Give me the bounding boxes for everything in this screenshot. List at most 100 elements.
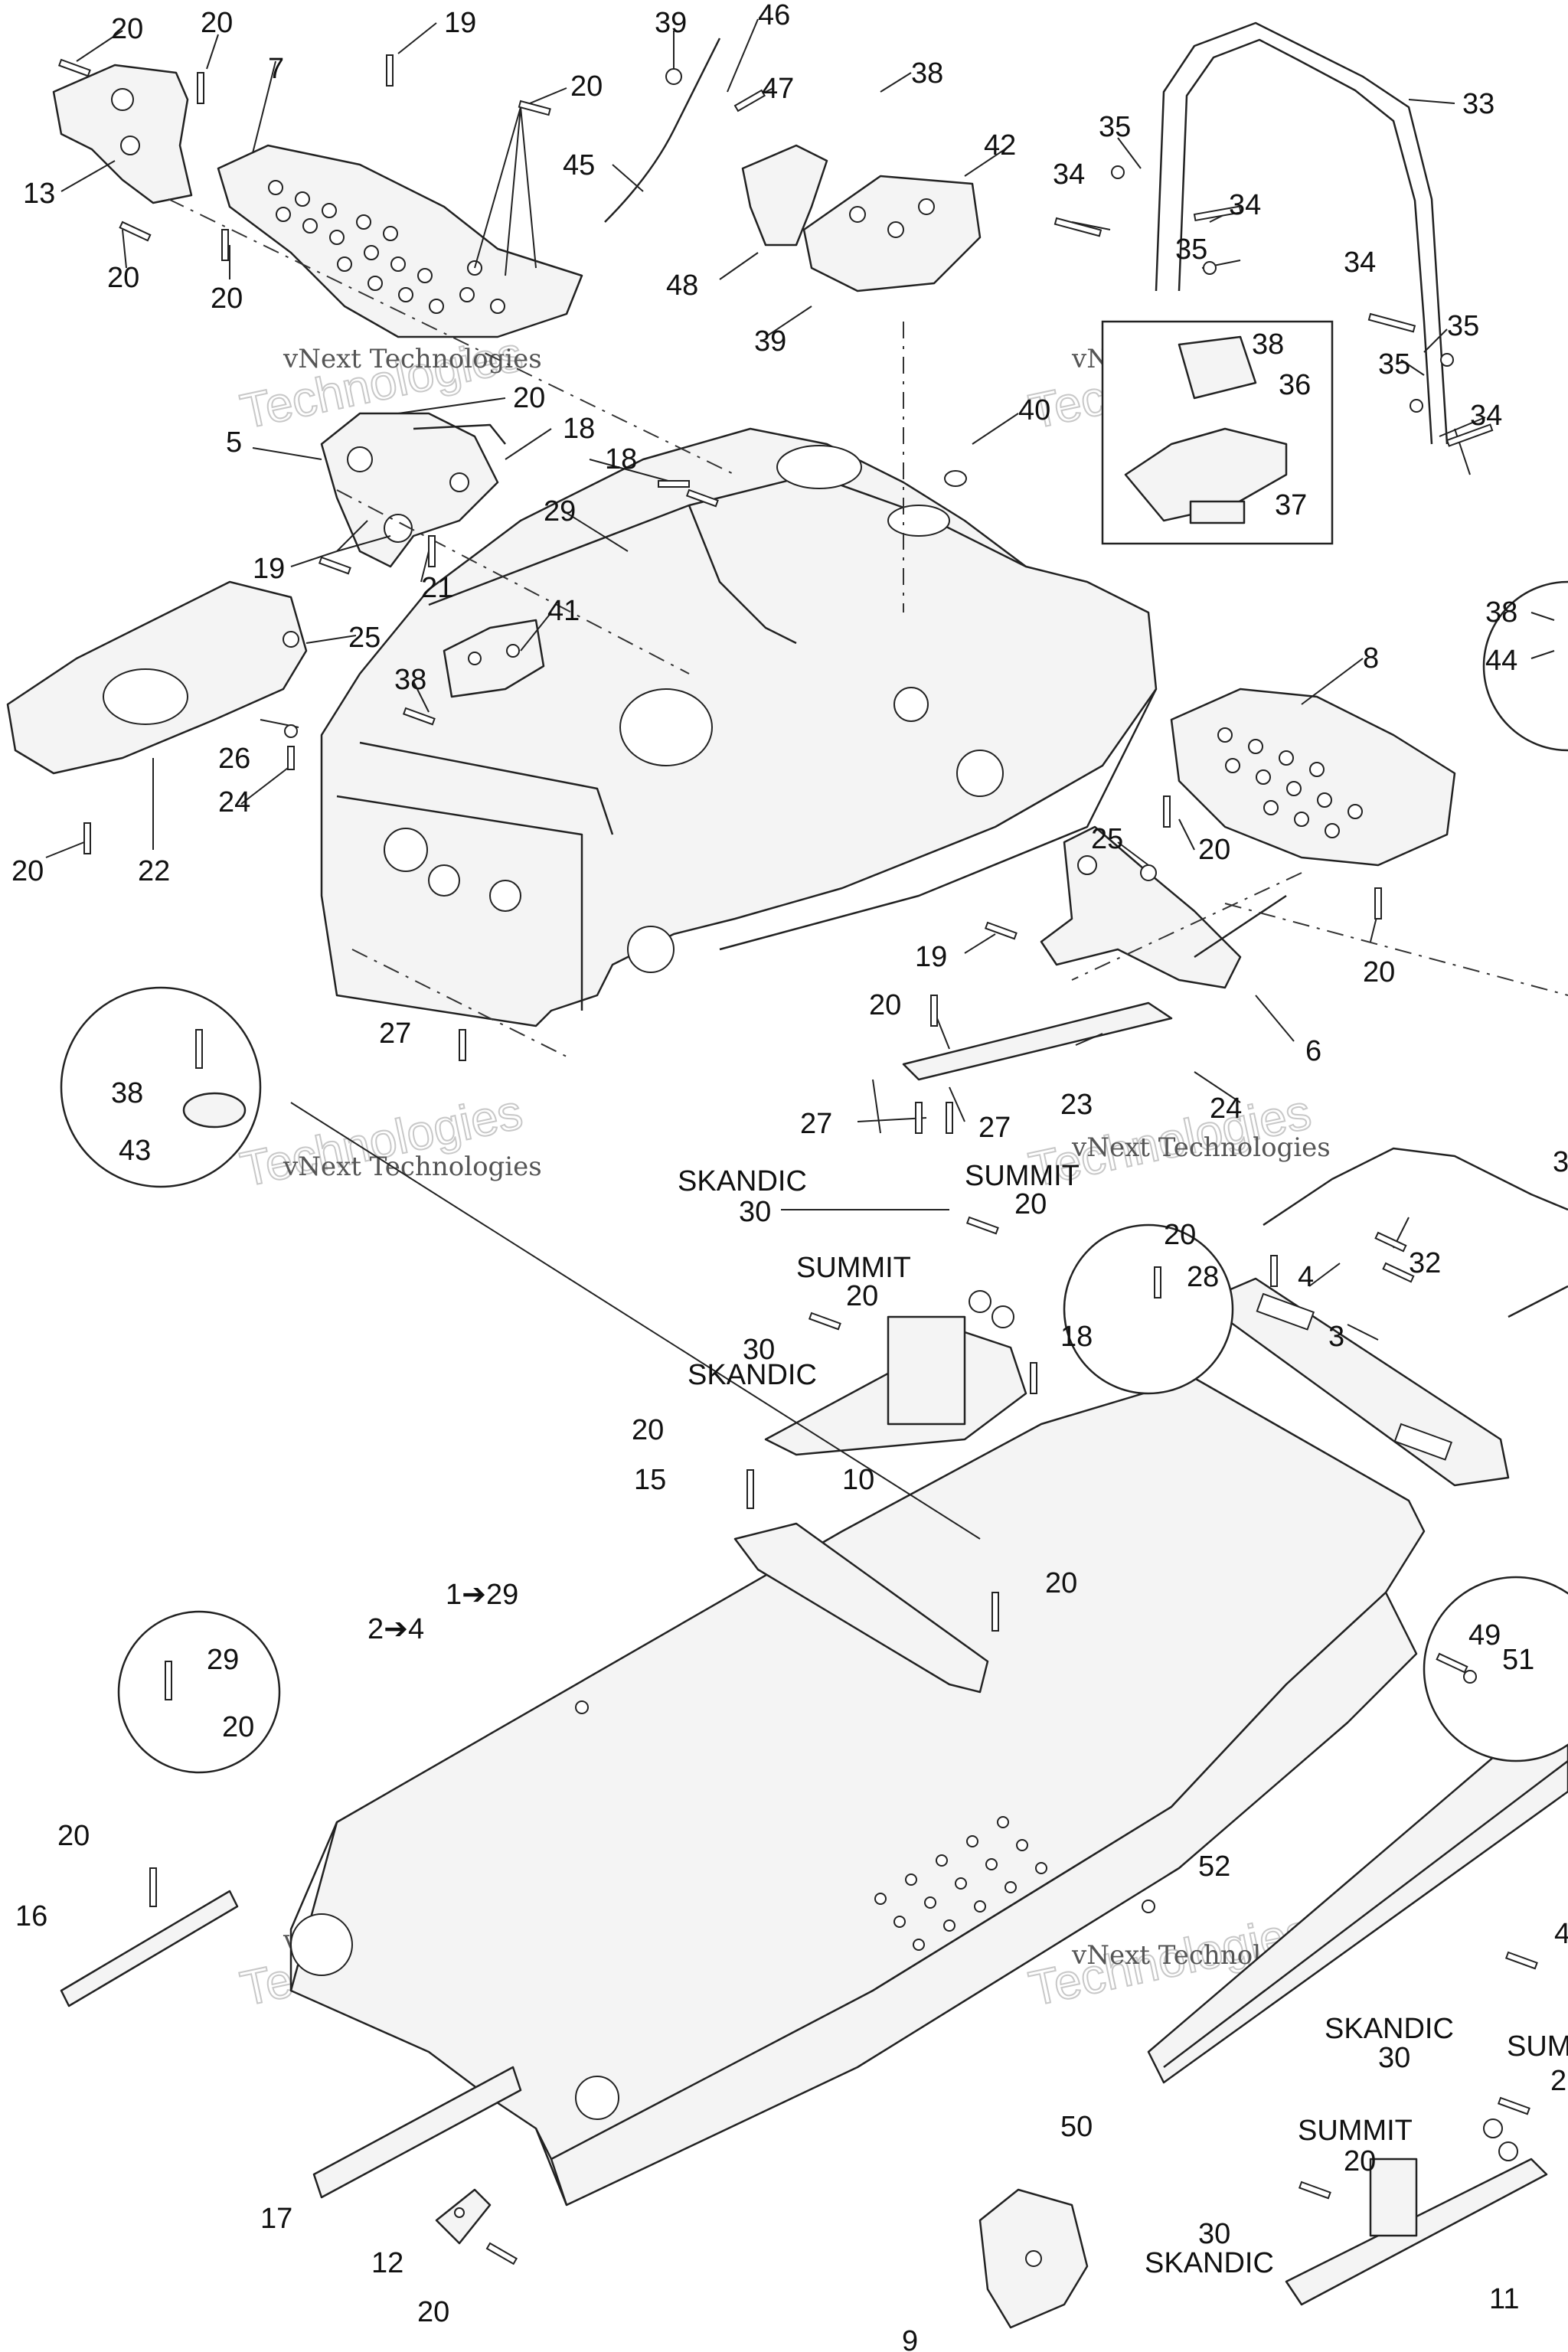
part-6-bracket <box>1040 825 1287 989</box>
label-part-20: 20 <box>513 382 545 414</box>
label-part-38: 38 <box>394 664 426 696</box>
label-part-44: 44 <box>1485 645 1517 677</box>
label-part-36: 36 <box>1279 369 1311 401</box>
label-part-20: 20 <box>1014 1188 1047 1220</box>
part-9-bracket <box>978 2188 1089 2329</box>
label-part-18: 18 <box>563 413 595 445</box>
part-31-rail <box>1263 1147 1568 1318</box>
part-33-loop <box>1155 21 1449 445</box>
label-part-35: 35 <box>1447 310 1479 342</box>
label-skandic: SKANDIC <box>678 1165 807 1197</box>
label-part-26: 26 <box>218 743 250 775</box>
label-part-38: 38 <box>911 57 943 90</box>
perforation-holes <box>268 180 505 314</box>
label-part-37: 37 <box>1275 489 1307 521</box>
label-part-4: 4 <box>1554 1918 1568 1950</box>
label-part-20: 20 <box>1198 834 1230 866</box>
label-part-28: 28 <box>1187 1261 1219 1293</box>
label-part-4: 4 <box>1298 1261 1314 1293</box>
tunnel-perforations <box>874 1816 1047 1951</box>
label-part-20: 20 <box>57 1820 90 1852</box>
label-summit: SUM <box>1507 2030 1568 2063</box>
part-41-bracket <box>443 619 545 698</box>
label-part-50: 50 <box>1060 2111 1093 2143</box>
part-11-bracket <box>1285 2118 1548 2306</box>
watermark-small: vNext Technologies <box>1071 1132 1331 1163</box>
label-part-24: 24 <box>1210 1093 1242 1125</box>
label-part-38: 38 <box>111 1077 143 1109</box>
label-part-30: 30 <box>1198 2218 1230 2250</box>
label-part-20: 20 <box>846 1280 878 1312</box>
part-17-angle <box>312 2066 522 2199</box>
part-13-bracket <box>52 64 193 204</box>
label-part-27: 27 <box>800 1108 832 1140</box>
part-50-rail <box>1147 1729 1568 2084</box>
label-part-2: 2 <box>1550 2065 1566 2097</box>
label-part-6: 6 <box>1305 1035 1321 1067</box>
label-part-38: 38 <box>1485 596 1517 629</box>
label-summit: SUMMIT <box>965 1160 1080 1192</box>
label-part-34: 34 <box>1053 158 1085 191</box>
label-part-20: 20 <box>1363 956 1395 988</box>
part-45-harness <box>604 38 721 223</box>
label-part-10: 10 <box>842 1464 874 1496</box>
label-part-3: 3 <box>1553 1146 1568 1178</box>
label-part-32: 32 <box>1409 1247 1441 1279</box>
callout-circle-20-28 <box>1063 1223 1234 1395</box>
part-48-bracket <box>741 144 828 247</box>
label-part-30: 30 <box>743 1334 775 1366</box>
inset-box <box>1101 320 1334 545</box>
label-part-20: 20 <box>570 70 603 103</box>
label-skandic: SKANDIC <box>1145 2247 1274 2279</box>
label-part-18: 18 <box>1060 1321 1093 1353</box>
label-part-15: 15 <box>634 1464 666 1496</box>
label-part-41: 41 <box>547 595 580 627</box>
label-part-47: 47 <box>762 73 794 105</box>
label-part-range: 1➔29 <box>446 1579 518 1611</box>
label-part-19: 19 <box>915 941 947 973</box>
label-part-40: 40 <box>1018 394 1050 426</box>
label-part-range: 2➔4 <box>368 1613 424 1645</box>
callout-circle-49-51 <box>1423 1576 1568 1762</box>
part-15-bracket <box>733 1522 989 1694</box>
label-part-46: 46 <box>758 0 790 31</box>
label-part-20: 20 <box>1045 1567 1077 1599</box>
part-10-bracket <box>764 1290 1027 1456</box>
label-part-20: 20 <box>107 262 139 294</box>
label-part-25: 25 <box>1091 823 1123 855</box>
part-40-grommet <box>944 470 967 487</box>
label-part-51: 51 <box>1502 1644 1534 1676</box>
label-part-13: 13 <box>23 178 55 210</box>
label-part-24: 24 <box>218 786 250 818</box>
label-part-20: 20 <box>869 989 901 1021</box>
label-part-45: 45 <box>563 149 595 181</box>
label-skandic: SKANDIC <box>1325 2013 1454 2045</box>
watermark-small: vNext Technologies <box>283 344 542 374</box>
part-3-plate <box>1200 1277 1510 1487</box>
label-summit: SUMMIT <box>1298 2115 1413 2147</box>
part-7-footrest <box>217 144 583 338</box>
label-part-25: 25 <box>348 622 381 654</box>
label-part-7: 7 <box>268 53 284 85</box>
label-part-22: 22 <box>138 855 170 887</box>
label-part-21: 21 <box>421 572 453 604</box>
part-42-bracket <box>802 175 982 292</box>
label-part-49: 49 <box>1468 1619 1501 1651</box>
label-part-12: 12 <box>371 2247 403 2279</box>
label-part-38: 38 <box>1252 328 1284 361</box>
label-part-35: 35 <box>1378 348 1410 381</box>
part-5-bracket <box>320 412 506 568</box>
watermark-small: vNext Technologies <box>283 1152 542 1182</box>
label-part-27: 27 <box>978 1112 1011 1144</box>
label-part-20: 20 <box>222 1711 254 1743</box>
label-part-29: 29 <box>207 1644 239 1676</box>
label-part-34: 34 <box>1344 247 1376 279</box>
part-labels: 20 20 19 7 20 13 20 20 39 46 47 45 38 42… <box>11 0 1568 2352</box>
label-part-39: 39 <box>754 325 786 358</box>
label-part-20: 20 <box>11 855 44 887</box>
part-tunnel <box>289 1377 1426 2207</box>
label-part-19: 19 <box>444 7 476 39</box>
label-part-23: 23 <box>1060 1089 1093 1121</box>
label-part-8: 8 <box>1363 642 1379 675</box>
